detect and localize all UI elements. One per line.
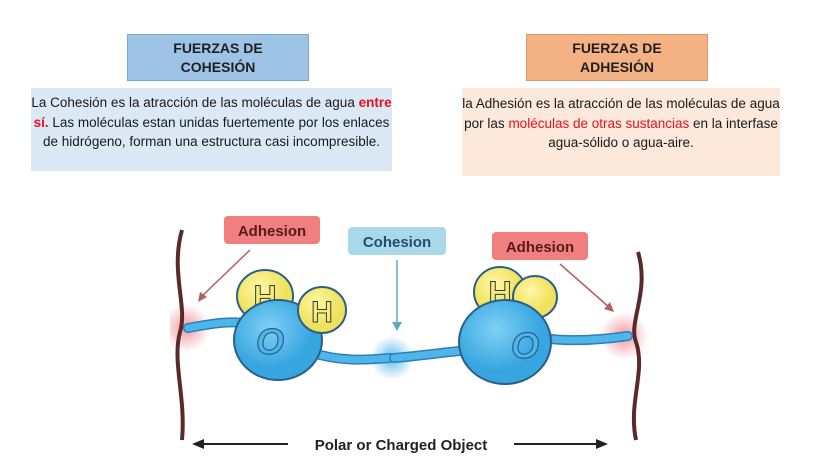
cohesion-label-box — [348, 227, 446, 255]
cohesion-description: La Cohesión es la atracción de las moléc… — [31, 88, 392, 171]
right-surface — [631, 251, 644, 441]
left-hydrogen-2-label: H — [311, 296, 333, 329]
left-surface — [175, 229, 185, 441]
adhesion-right-pointer — [559, 263, 611, 309]
adhesion-description: la Adhesión es la atracción de las moléc… — [462, 88, 780, 176]
right-oxygen-label: O — [511, 325, 539, 366]
cohesion-desc-part1: La Cohesión es la atracción de las moléc… — [31, 95, 359, 110]
adhesion-title-line1: FUERZAS DE — [572, 40, 662, 56]
cohesion-desc-part2: Las moléculas estan unidas fuertemente p… — [43, 114, 390, 150]
cohesion-title-box: FUERZAS DE COHESIÓN — [127, 34, 309, 81]
water-molecule-diagram: H O H H O Adhesion Cohesion Adhesion Pol… — [170, 216, 648, 454]
adhesion-title-line2: ADHESIÓN — [580, 59, 654, 75]
adhesion-right-label-box — [492, 232, 588, 260]
adhesion-right-label: Adhesion — [506, 239, 574, 256]
polar-object-label: Polar or Charged Object — [315, 437, 488, 454]
adhesion-left-label-box — [224, 216, 320, 244]
adhesion-title-box: FUERZAS DE ADHESIÓN — [526, 34, 708, 81]
cohesion-title-line2: COHESIÓN — [180, 59, 256, 75]
adhesion-left-label: Adhesion — [238, 223, 306, 240]
adhesion-desc-part2: en la interfase agua-sólido o agua-aire. — [548, 115, 778, 151]
adhesion-desc-highlight: moléculas de otras sustancias — [508, 115, 690, 131]
adhesion-desc-part1: la Adhesión es la atracción de las moléc… — [462, 96, 780, 131]
left-hydrogen-2 — [297, 286, 347, 334]
right-oxygen — [458, 299, 552, 385]
cohesion-title-line1: FUERZAS DE — [173, 40, 263, 56]
left-oxygen-label: O — [256, 321, 284, 362]
cohesion-label: Cohesion — [363, 234, 431, 251]
adhesion-left-pointer — [199, 249, 251, 299]
adhesion-desc-bold: las — [487, 115, 509, 131]
cohesion-desc-highlight: entre sí. — [33, 95, 392, 130]
